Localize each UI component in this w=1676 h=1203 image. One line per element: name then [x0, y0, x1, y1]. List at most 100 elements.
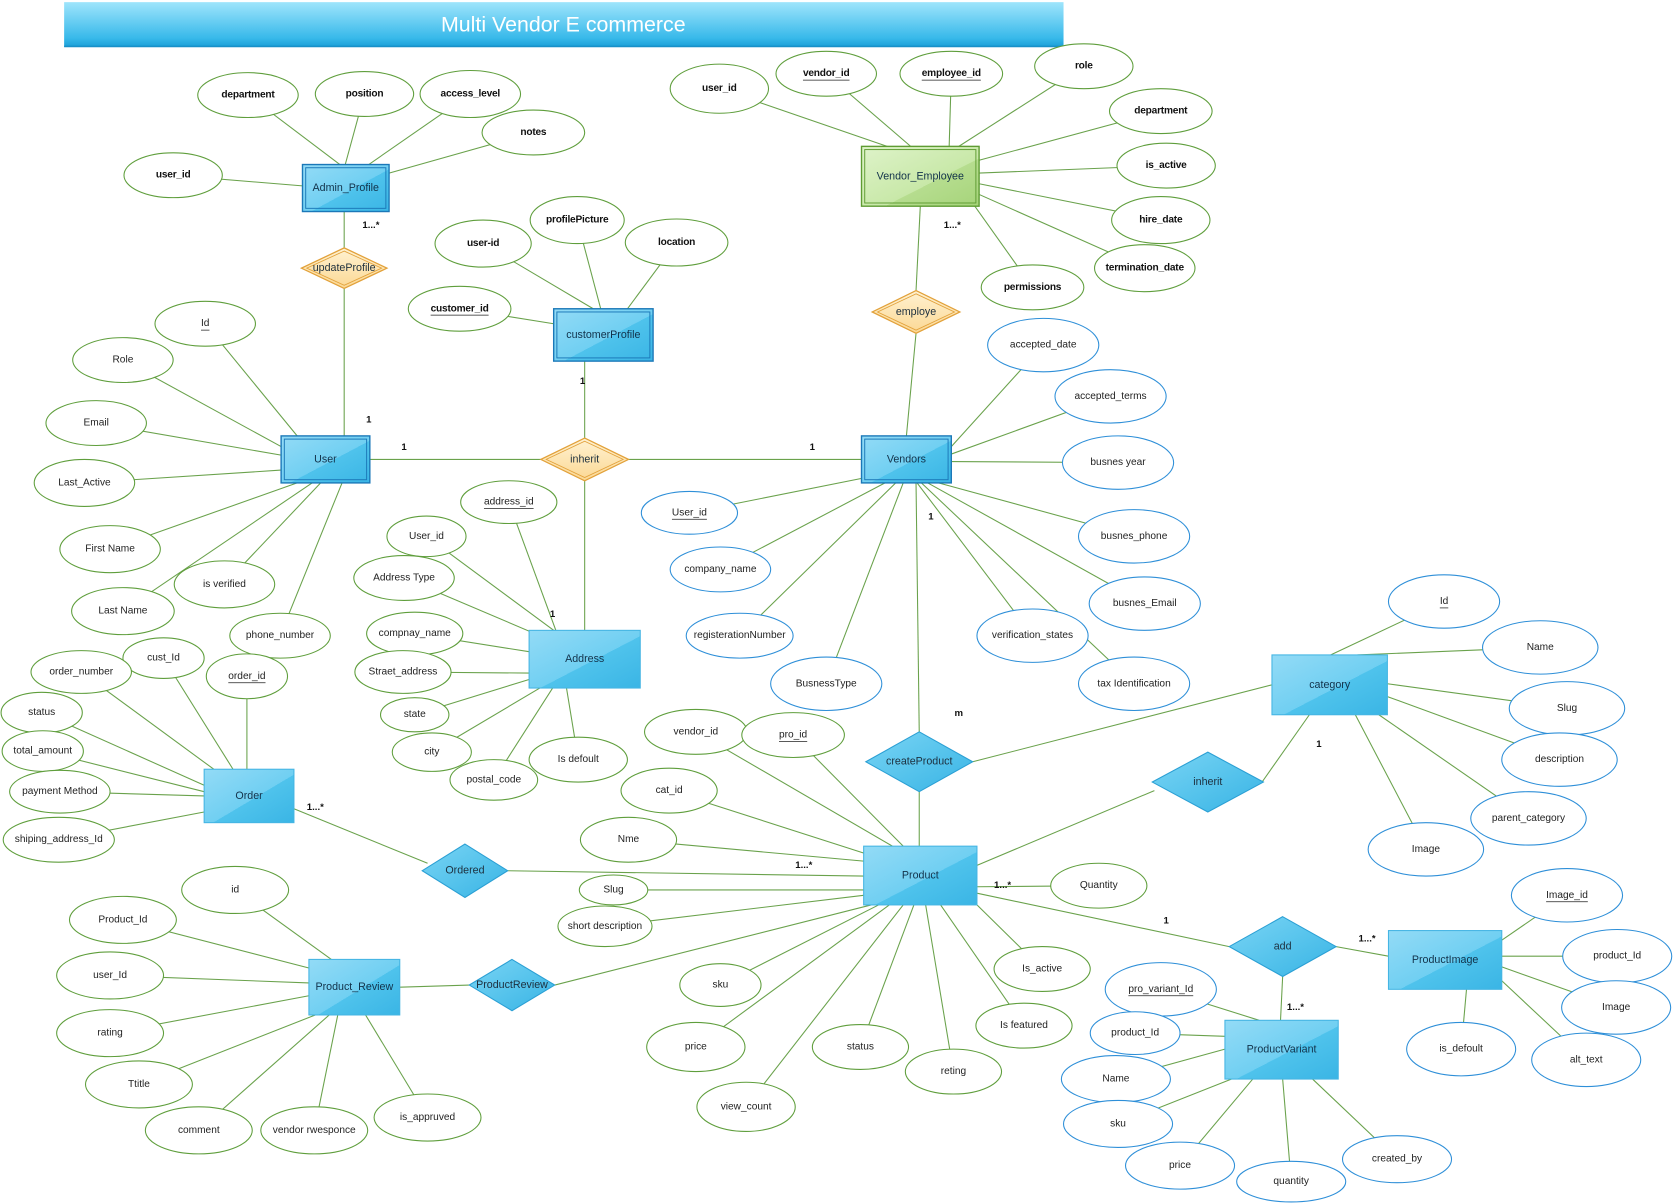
attribute-id: id — [231, 884, 239, 895]
cardinality-label: 1 — [1163, 915, 1169, 926]
cardinality-label: 1 — [366, 414, 372, 425]
attribute-pro-variant-id: pro_variant_Id — [1128, 984, 1193, 995]
cardinality-label: 1 — [580, 376, 586, 387]
relationship-ordered — [421, 843, 509, 899]
attribute-id-ellipse — [154, 300, 256, 347]
cardinality-label: 1...* — [307, 802, 324, 813]
attribute-image: Image — [1412, 844, 1441, 855]
attribute-accepted-date-ellipse — [987, 317, 1100, 373]
relationship-connector — [507, 870, 864, 877]
attribute-order-id-ellipse — [205, 653, 289, 700]
relationship-connector — [293, 808, 428, 864]
attribute-slug-ellipse — [578, 874, 649, 906]
entity-vendors — [860, 435, 952, 484]
entity-product-review-label: Product_Review — [315, 981, 393, 993]
attribute-busnes-phone: busnes_phone — [1101, 531, 1168, 542]
attribute-role: role — [1075, 61, 1093, 72]
cardinality-label: 1 — [401, 442, 407, 453]
relationship-ordered-label: Ordered — [445, 865, 484, 877]
attribute-id: Id — [1440, 596, 1448, 607]
attribute-image-id-ellipse — [1510, 868, 1624, 923]
attribute-permissions-ellipse — [980, 264, 1085, 311]
relationship-connector — [976, 790, 1155, 866]
cardinality-label: m — [955, 708, 964, 719]
attribute-user-id: User_id — [409, 531, 444, 542]
relationship-employe — [870, 289, 962, 335]
attribute-city-ellipse — [391, 732, 472, 772]
relationship-connector — [1260, 714, 1310, 784]
cardinality-label: 1...* — [1287, 1002, 1304, 1013]
attribute-connector — [695, 904, 890, 1048]
attribute-is-appruved: is_appruved — [400, 1112, 455, 1123]
relationship-connector — [399, 984, 470, 988]
attribute-address-id: address_id — [484, 497, 534, 508]
attribute-comment-ellipse — [144, 1106, 253, 1155]
cardinality-label: 1 — [810, 442, 816, 453]
relationship-product-review-label: ProductReview — [476, 979, 548, 991]
attribute-connector — [921, 482, 1135, 685]
attribute-last-active: Last_Active — [58, 477, 111, 488]
attribute-is-active: is_active — [1146, 160, 1188, 171]
relationship-update-profile — [299, 247, 389, 290]
attribute-user-id-ellipse — [123, 152, 223, 199]
relationship-employe-inner-border — [876, 293, 956, 331]
attribute-user-id: User_id — [672, 507, 707, 518]
entity-product-image-label: ProductImage — [1412, 954, 1479, 966]
entity-user-inner-border — [283, 438, 368, 481]
attribute-busnes-email-ellipse — [1088, 576, 1201, 631]
attribute-role-ellipse — [1034, 43, 1134, 90]
attribute-first-name-ellipse — [59, 525, 161, 574]
attribute-image-id: Image_id — [1546, 890, 1588, 901]
attribute-is-defoult: is_defoult — [1439, 1044, 1483, 1055]
entity-vendor-employee-label: Vendor_Employee — [877, 170, 964, 182]
attribute-cat-id: cat_id — [656, 785, 683, 796]
attribute-company-name: company_name — [684, 564, 757, 575]
cardinality-label: 1...* — [795, 860, 812, 871]
attribute-vendor-id: vendor_id — [674, 726, 719, 737]
cardinality-label: 1...* — [944, 220, 961, 231]
attribute-product-id-ellipse — [68, 895, 177, 944]
relationship-update-profile-label: updateProfile — [313, 262, 376, 274]
attribute-status-ellipse — [811, 1024, 910, 1070]
shape-layer — [0, 43, 1673, 1203]
cardinality-label: 1...* — [362, 220, 379, 231]
relationship-inherit-category-label: inherit — [1193, 776, 1222, 788]
attribute-user-id-ellipse — [669, 63, 770, 114]
entity-admin-profile-label: Admin_Profile — [313, 182, 380, 194]
entity-admin-profile — [301, 163, 390, 213]
attribute-user-id: user_id — [702, 83, 737, 94]
attribute-postal-code: postal_code — [466, 774, 521, 785]
attribute-name: Name — [1102, 1074, 1129, 1085]
attribute-address-type-ellipse — [353, 555, 455, 601]
attribute-slug: Slug — [603, 884, 623, 895]
attribute-straet-address-ellipse — [354, 650, 452, 694]
attribute-product-id: product_Id — [1111, 1028, 1159, 1039]
attribute-shiping-address-id-ellipse — [2, 816, 115, 863]
attribute-position-ellipse — [314, 71, 415, 117]
attribute-product-id: Product_Id — [98, 914, 147, 925]
relationship-connector — [915, 206, 921, 291]
attribute-quantity-ellipse — [1050, 862, 1148, 909]
entity-category — [1271, 654, 1388, 716]
relationship-inherit-category — [1151, 751, 1265, 813]
attribute-department-ellipse — [1108, 88, 1213, 135]
entity-product-variant — [1224, 1019, 1339, 1080]
relationship-create-product — [864, 731, 974, 793]
attribute-phone-number-ellipse — [229, 612, 331, 659]
attribute-connector — [925, 904, 954, 1072]
attribute-ttitle: Ttitle — [128, 1079, 150, 1090]
cardinality-label: 1 — [928, 512, 934, 523]
attribute-sku-ellipse — [679, 963, 762, 1007]
attribute-compnay-name: compnay_name — [379, 628, 452, 639]
attribute-rating: rating — [97, 1028, 122, 1039]
attribute-accepted-terms: accepted_terms — [1074, 391, 1146, 402]
entity-customer-profile-inner-border — [556, 311, 651, 359]
attribute-user-id: user_id — [156, 170, 191, 181]
attribute-total-amount: total_amount — [13, 746, 72, 757]
attribute-profilepicture: profilePicture — [546, 215, 609, 226]
attribute-notes: notes — [520, 127, 547, 138]
cardinality-label: 1 — [550, 609, 556, 620]
attribute-image-ellipse — [1561, 980, 1672, 1035]
attribute-quantity: Quantity — [1080, 880, 1119, 891]
attribute-state-ellipse — [379, 697, 450, 733]
